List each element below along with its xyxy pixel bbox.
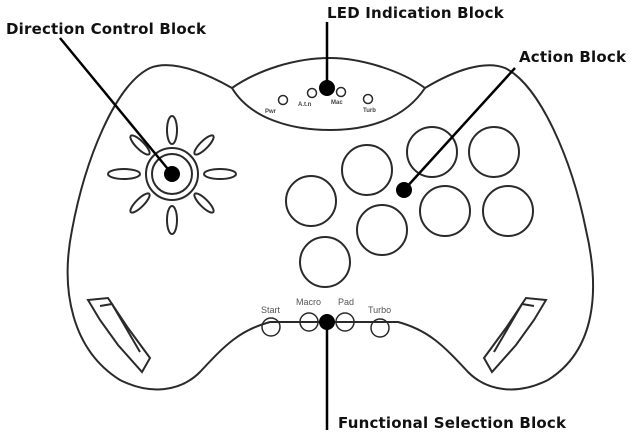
led-label-auto: A.t.n [298,102,312,108]
action-button-5[interactable] [356,204,408,256]
action-button-4[interactable] [468,126,520,178]
macro-label: Macro [296,297,321,307]
action-button-6[interactable] [419,185,471,237]
action-buttons [285,126,534,288]
pad-label: Pad [338,297,354,307]
action-button-1[interactable] [285,175,337,227]
left-grip-trim-inner [99,302,141,353]
action-button-7[interactable] [482,185,534,237]
led-label-turbo: Turb [363,108,376,114]
dpad-left[interactable] [107,168,141,180]
led-label-macro: Mac [331,100,343,106]
right-grip-trim-inner [493,302,535,353]
turbo-button[interactable] [370,318,390,338]
start-label: Start [261,305,281,315]
led-indicators [277,86,374,106]
led-marker [319,80,335,96]
led-turbo [362,93,374,105]
dpad-up[interactable] [166,115,178,145]
dpad-down-left[interactable] [128,191,152,215]
led-power [277,94,289,106]
direction-marker [164,166,180,182]
direction-control [107,115,237,235]
dpad-right[interactable] [203,168,237,180]
action-marker [396,182,412,198]
start-button[interactable] [261,317,281,337]
led-panel-arc [231,87,426,132]
macro-button[interactable] [299,312,319,332]
action-button-8[interactable] [299,236,351,288]
function-buttons [261,312,390,338]
function-labels: Start Macro Pad Turbo [261,297,391,315]
functional-callout-label: Functional Selection Block [338,414,567,432]
dpad-up-left[interactable] [128,133,152,157]
functional-marker [319,314,335,330]
callout-leaders [59,22,516,430]
left-grip-trim [86,296,152,374]
led-labels: Pwr A.t.n Mac Turb [265,100,376,115]
led-macro [335,86,347,98]
action-button-3[interactable] [406,126,458,178]
joystick-ring [151,153,193,195]
callout-markers [164,80,412,330]
led-callout-label: LED Indication Block [327,4,505,22]
dpad-down-right[interactable] [192,191,216,215]
controller-body [66,56,594,391]
turbo-label: Turbo [368,305,391,315]
action-callout-label: Action Block [519,48,627,66]
action-button-2[interactable] [341,144,393,196]
dpad-up-right[interactable] [192,133,216,157]
led-label-power: Pwr [265,109,277,115]
pad-button[interactable] [335,312,355,332]
action-leader [403,67,516,191]
dpad-down[interactable] [166,205,178,235]
joystick-base[interactable] [145,147,199,201]
led-auto [306,87,318,99]
right-grip-trim [482,296,548,374]
direction-leader [59,37,173,175]
direction-callout-label: Direction Control Block [6,20,207,38]
controller-outline [66,56,594,391]
